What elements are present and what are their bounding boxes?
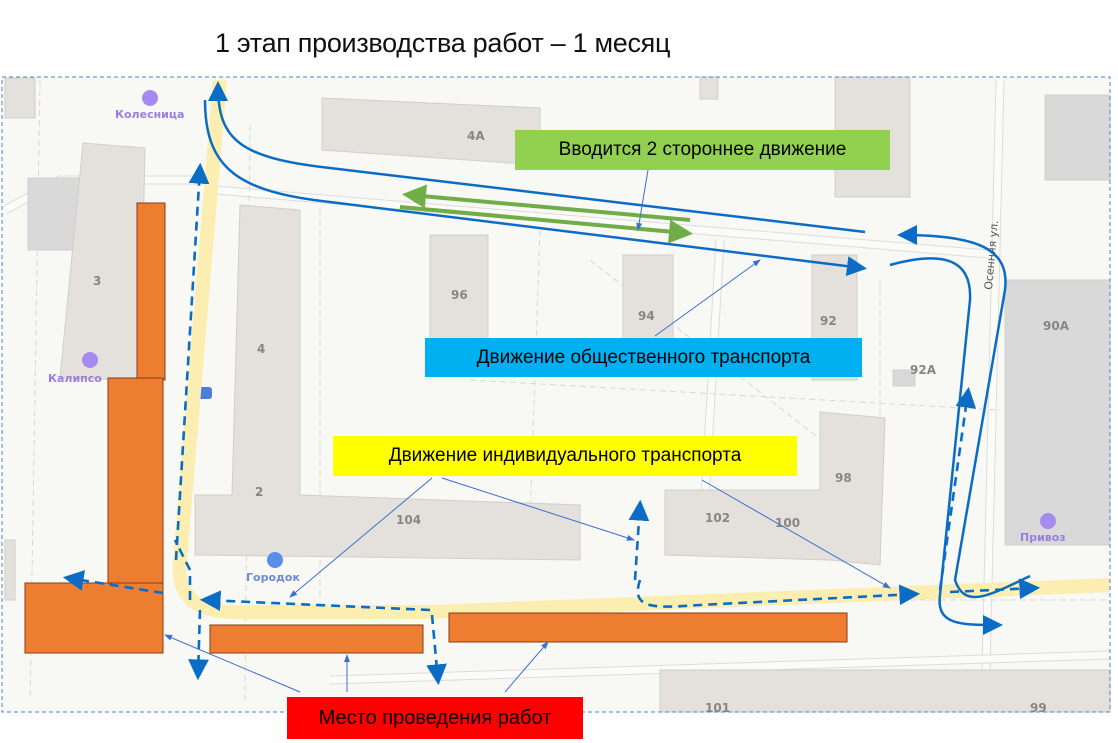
svg-text:92А: 92А xyxy=(910,363,937,377)
private-transport-routes xyxy=(62,162,1041,686)
work-zones xyxy=(24,202,848,654)
work-zone xyxy=(448,612,848,643)
svg-text:104: 104 xyxy=(396,513,421,527)
svg-text:Городок: Городок xyxy=(246,571,300,584)
work-zone xyxy=(24,582,164,654)
private-transport-label: Движение индивидуального транспорта xyxy=(333,436,797,476)
public-transport-routes xyxy=(203,81,1031,635)
poi-labels: Колесница Калипсо Городок Привоз Осенняя… xyxy=(48,90,1066,584)
svg-text:Привоз: Привоз xyxy=(1020,531,1066,544)
work-zone xyxy=(136,202,166,381)
buildings xyxy=(4,76,1111,713)
streets xyxy=(2,79,1111,713)
svg-text:Колесница: Колесница xyxy=(115,108,184,121)
work-zone xyxy=(209,624,424,654)
svg-text:102: 102 xyxy=(705,511,730,525)
svg-text:98: 98 xyxy=(835,471,852,485)
svg-text:Калипсо: Калипсо xyxy=(48,372,102,385)
work-site-label: Место проведения работ xyxy=(287,697,583,739)
svg-text:3: 3 xyxy=(93,274,101,288)
poi-icon xyxy=(142,90,158,106)
svg-text:94: 94 xyxy=(638,309,655,323)
two-way-label: Вводится 2 стороннее движение xyxy=(515,130,890,170)
svg-text:101: 101 xyxy=(705,701,730,715)
svg-text:96: 96 xyxy=(451,288,468,302)
svg-text:Осенняя ул.: Осенняя ул. xyxy=(982,220,1001,291)
svg-text:100: 100 xyxy=(775,516,800,530)
svg-text:90А: 90А xyxy=(1043,319,1070,333)
building-numbers: 4А 3 96 94 92 92А 90А 4 2 104 102 100 98… xyxy=(93,129,1070,715)
poi-icon xyxy=(1040,513,1056,529)
public-transport-label: Движение общественного транспорта xyxy=(425,338,862,377)
basket-icon xyxy=(267,552,283,568)
bus-stop-icon xyxy=(198,387,212,399)
svg-text:99: 99 xyxy=(1030,701,1047,715)
work-zone xyxy=(107,377,164,586)
svg-text:2: 2 xyxy=(255,485,263,499)
page-title: 1 этап производства работ – 1 месяц xyxy=(215,28,671,58)
svg-text:92: 92 xyxy=(820,314,837,328)
main-road xyxy=(172,79,1111,619)
svg-text:4: 4 xyxy=(257,342,265,356)
shop-icon xyxy=(82,352,98,368)
svg-text:4А: 4А xyxy=(467,129,485,143)
callout-lines xyxy=(164,169,891,693)
